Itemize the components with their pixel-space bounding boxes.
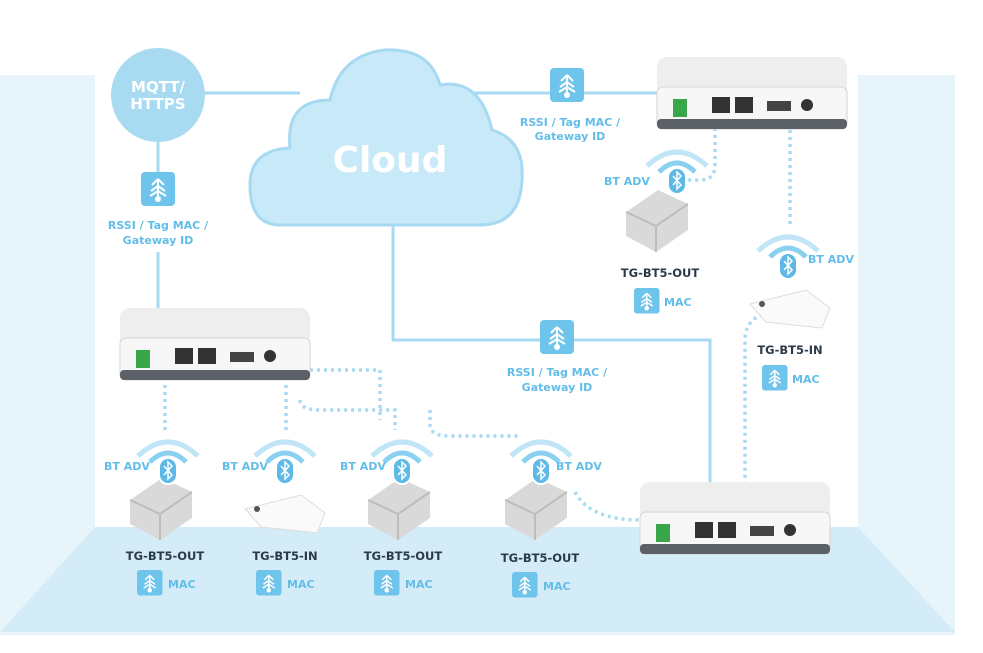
payload-label-line2: Gateway ID [522, 381, 593, 394]
gateway-bottom-right [639, 481, 831, 555]
bt-adv-label: BT ADV [604, 175, 650, 188]
mac-label: MAC [543, 580, 571, 593]
mac-icon [255, 569, 283, 597]
protocol-label-line2: HTTPS [130, 95, 185, 113]
mac-icon [633, 287, 661, 315]
bt-link [428, 410, 520, 438]
mac-icon [511, 571, 539, 599]
protocol-node [111, 48, 205, 142]
cloud-shape [248, 48, 524, 227]
bt-adv-label: BT ADV [340, 460, 386, 473]
payload-icon [539, 319, 575, 355]
payload-label-line1: RSSI / Tag MAC / [108, 219, 209, 232]
mac-label: MAC [287, 578, 315, 591]
bt-link [573, 491, 641, 522]
tag-model: TG-BT5-OUT [621, 266, 700, 280]
bt-link [298, 368, 397, 430]
mac-label: MAC [168, 578, 196, 591]
payload-icon [549, 67, 585, 103]
tag-model: TG-BT5-OUT [126, 549, 205, 563]
protocol-label-line1: MQTT/ [131, 78, 185, 96]
tag-model: TG-BT5-IN [757, 343, 822, 357]
tag-model: TG-BT5-OUT [364, 549, 443, 563]
tag-model: TG-BT5-OUT [501, 551, 580, 565]
cloud-label: Cloud [333, 140, 448, 181]
mac-icon [373, 569, 401, 597]
payload-label-line1: RSSI / Tag MAC / [520, 116, 621, 129]
payload-icon [140, 171, 176, 207]
tag-model: TG-BT5-IN [252, 549, 317, 563]
bt-adv-label: BT ADV [808, 253, 854, 266]
gateway-left [119, 307, 311, 381]
bt-adv-label: BT ADV [222, 460, 268, 473]
mac-label: MAC [405, 578, 433, 591]
gateway-top-right [656, 56, 848, 130]
mac-label: MAC [792, 373, 820, 386]
mac-icon [761, 364, 789, 392]
bt-link [685, 128, 717, 182]
payload-label-line1: RSSI / Tag MAC / [507, 366, 608, 379]
mac-label: MAC [664, 296, 692, 309]
bt-adv-label: BT ADV [104, 460, 150, 473]
mac-icon [136, 569, 164, 597]
payload-label-line2: Gateway ID [535, 130, 606, 143]
payload-label-line2: Gateway ID [123, 234, 194, 247]
bt-adv-label: BT ADV [556, 460, 602, 473]
